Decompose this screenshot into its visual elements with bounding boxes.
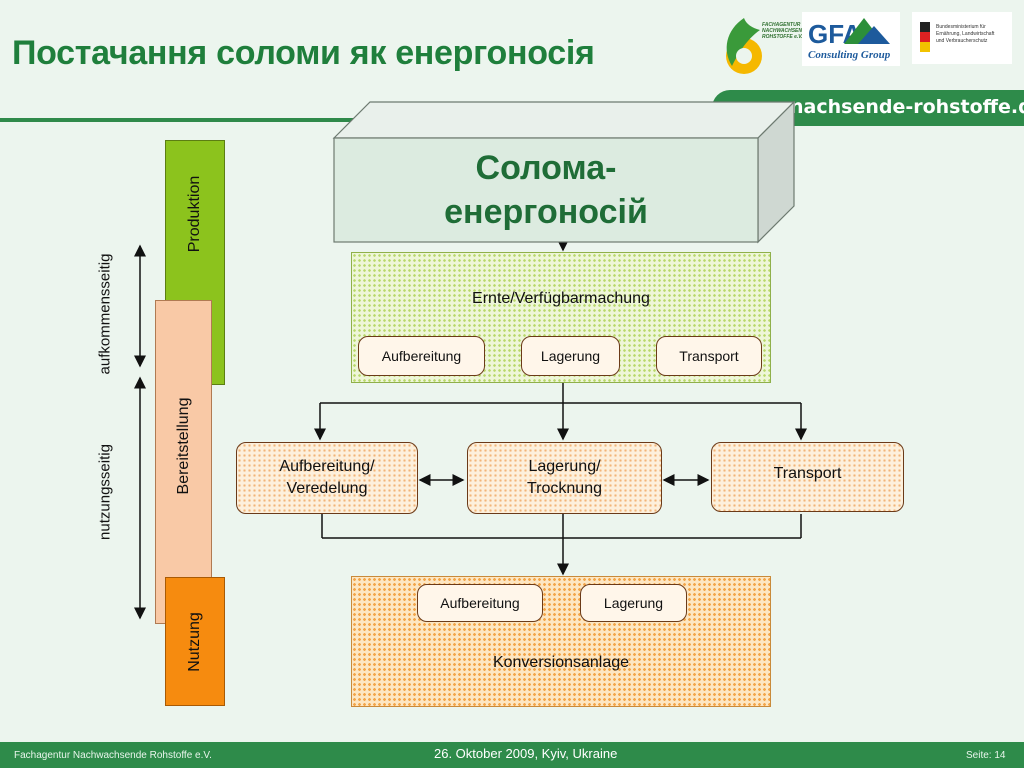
svg-text:Bundesministerium für: Bundesministerium für [936,24,986,30]
straw-energy-box [332,100,796,244]
footer-bar [0,742,1024,768]
gfa-logo: GFA Consulting Group [802,12,900,66]
ministry-logo: Bundesministerium für Ernährung, Landwir… [912,12,1012,64]
page-title: Постачання соломи як енергоносія [12,34,595,72]
middle-lagerung-trocknung: Lagerung/ Trocknung [467,442,662,514]
straw-energy-line2: енергоносій [444,193,648,231]
conversion-box [351,576,771,707]
svg-text:ROHSTOFFE e.V.: ROHSTOFFE e.V. [762,34,802,40]
svg-text:FACHAGENTUR: FACHAGENTUR [762,22,801,28]
middle-aufbereitung-veredelung: Aufbereitung/ Veredelung [236,442,418,514]
conversion-lagerung: Lagerung [580,584,687,622]
footer-date-location: 26. Oktober 2009, Kyiv, Ukraine [434,746,618,761]
middle-transport: Transport [711,442,904,512]
website-url[interactable]: nachsende-rohstoffe.de [790,96,1024,118]
straw-energy-title: Солома- енергоносій [334,138,758,242]
nutzung-bar: Nutzung [165,577,225,706]
svg-text:NACHWACHSENDE: NACHWACHSENDE [762,28,802,34]
conversion-title: Konversionsanlage [492,654,630,671]
fnr-logo: FACHAGENTUR NACHWACHSENDE ROHSTOFFE e.V. [716,10,810,78]
footer-page-number: Seite: 14 [966,750,1006,761]
footer-organization: Fachagentur Nachwachsende Rohstoffe e.V. [14,750,212,761]
harvest-title: Ernte/Verfügbarmachung [472,290,650,307]
svg-text:Ernährung, Landwirtschaft: Ernährung, Landwirtschaft [936,31,995,37]
conversion-aufbereitung: Aufbereitung [417,584,543,622]
harvest-transport: Transport [656,336,762,376]
bereitstellung-bar: Bereitstellung [155,300,212,624]
svg-text:und Verbraucherschutz: und Verbraucherschutz [936,38,988,44]
svg-text:Consulting Group: Consulting Group [808,49,891,61]
straw-energy-line1: Солома- [475,149,617,187]
harvest-aufbereitung: Aufbereitung [358,336,485,376]
harvest-lagerung: Lagerung [521,336,620,376]
